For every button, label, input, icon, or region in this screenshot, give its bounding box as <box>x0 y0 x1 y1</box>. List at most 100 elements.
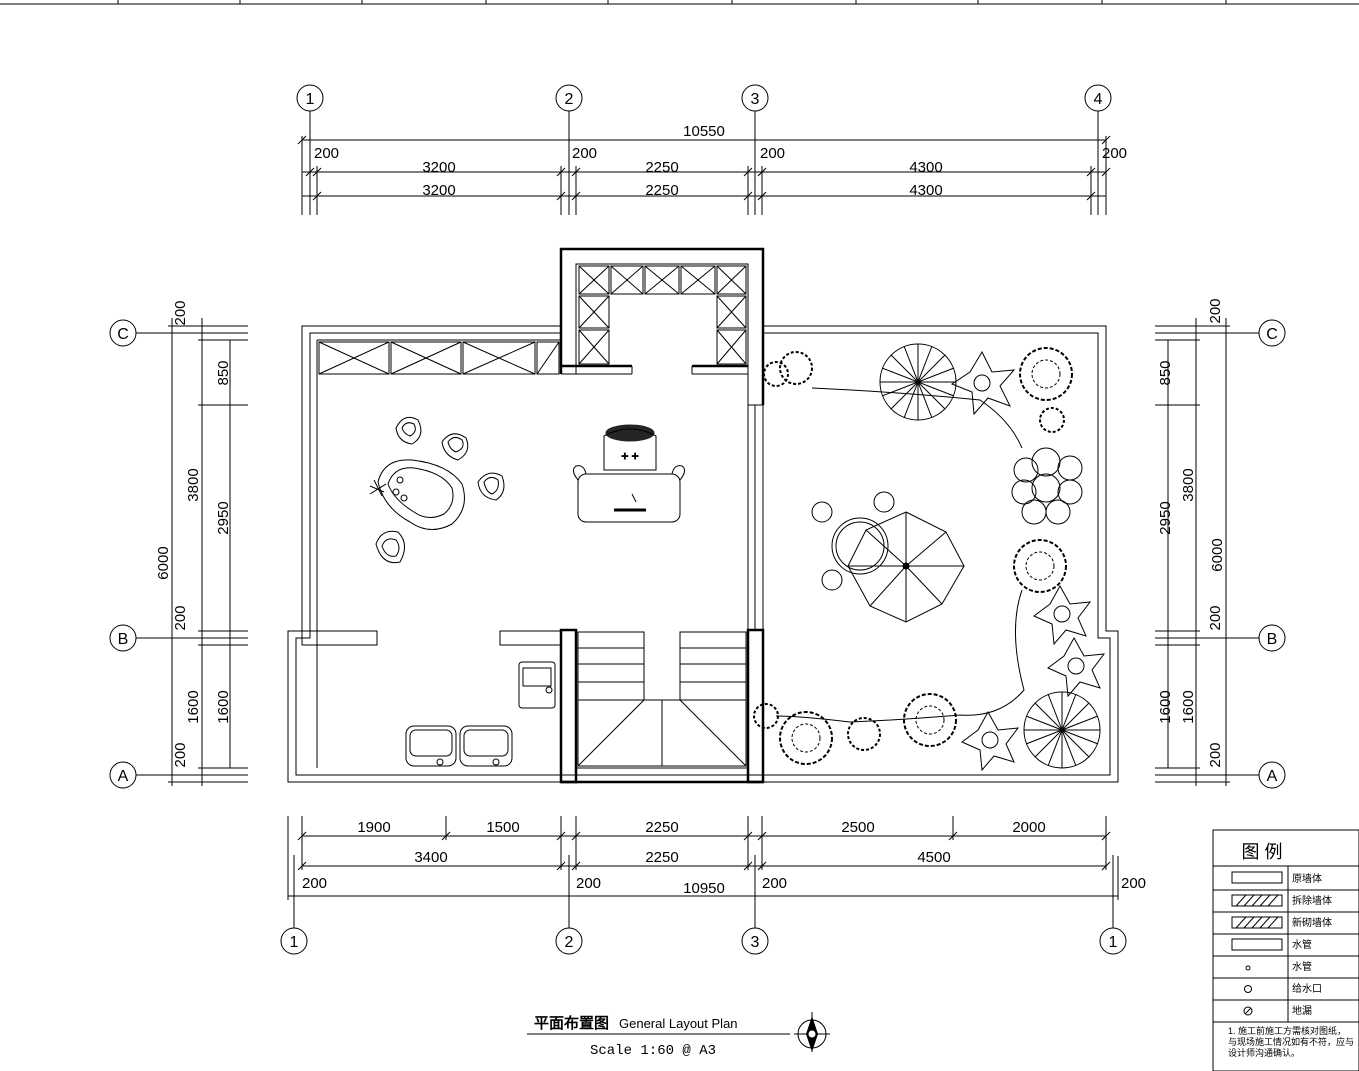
dim-label: 2250 <box>645 159 678 176</box>
dim-label: 6000 <box>155 546 172 579</box>
dim-label: 200 <box>576 875 601 892</box>
dim-label: 6000 <box>1209 538 1226 571</box>
dim-label: 2500 <box>841 819 874 836</box>
axis-label: 4 <box>1094 91 1103 108</box>
axis-bubble-top-4: 4 <box>1084 84 1112 112</box>
axis-bubble-top-2: 2 <box>555 84 583 112</box>
garden-path <box>775 387 1025 723</box>
bushy-tree <box>1013 539 1067 593</box>
dim-label: 200 <box>1207 742 1224 767</box>
building-walls <box>287 247 1119 784</box>
axis-label: C <box>1266 326 1278 343</box>
dim-label: 850 <box>1157 360 1174 385</box>
star-shrub <box>1033 584 1092 646</box>
appliances <box>405 661 556 767</box>
dim-label: 200 <box>314 145 339 162</box>
dim-label: 200 <box>172 742 189 767</box>
bottom-dimensions: 1900 1500 2250 2500 2000 3400 2250 4500 … <box>280 816 1146 955</box>
dim-label: 200 <box>1207 605 1224 630</box>
axis-bubble-left-B: B <box>109 624 137 652</box>
drawing-title-cn: 平面布置图 <box>534 1014 609 1032</box>
plants <box>753 343 1106 772</box>
star-shrub <box>950 350 1016 416</box>
axis-bubble-left-A: A <box>109 761 137 789</box>
legend: 图 例 原墙体 拆除墙体 新砌墙体 水管 水管 <box>1212 829 1359 1071</box>
right-dimensions: C B A 850 2950 1600 3800 160 <box>1155 298 1286 789</box>
dim-label: 3800 <box>1180 468 1197 501</box>
axis-bubble-bottom-3: 3 <box>741 927 769 955</box>
axis-label: 2 <box>565 934 574 951</box>
dim-label: 4300 <box>909 182 942 199</box>
axis-bubble-right-A: A <box>1258 761 1286 789</box>
dim-overall-top: 10550 <box>683 123 725 140</box>
axis-label: 1 <box>306 91 315 108</box>
axis-label: 1 <box>290 934 299 951</box>
legend-item-water-pipe: 水管 <box>1245 960 1312 973</box>
legend-item-floor-drain: 地漏 <box>1243 1004 1312 1017</box>
axis-label: 1 <box>1109 934 1118 951</box>
bushy-tree <box>903 693 957 747</box>
axis-label: C <box>117 326 129 343</box>
legend-item-pipe: 水管 <box>1231 938 1312 951</box>
dim-label: 2950 <box>1157 501 1174 534</box>
bushy-tree <box>1019 347 1073 401</box>
outdoor-dining-set <box>811 491 965 623</box>
dim-label: 1600 <box>1180 690 1197 723</box>
dim-label: 850 <box>215 360 232 385</box>
dim-label: 3800 <box>185 468 202 501</box>
dim-label: 200 <box>762 875 787 892</box>
legend-item-demolished-wall: 拆除墙体 <box>1231 894 1332 907</box>
axis-bubble-right-C: C <box>1258 319 1286 347</box>
axis-label: B <box>1267 631 1278 648</box>
dim-label: 1600 <box>215 690 232 723</box>
axis-label: 3 <box>751 934 760 951</box>
legend-label: 水管 <box>1292 960 1312 973</box>
dim-label: 1600 <box>185 690 202 723</box>
top-dimensions: 1 2 3 4 <box>296 84 1127 215</box>
svg-text:+ +: + + <box>621 449 638 463</box>
axis-label: 3 <box>751 91 760 108</box>
dim-label: 2250 <box>645 849 678 866</box>
palm-plant <box>879 343 957 421</box>
bushy-tree <box>847 717 881 751</box>
dim-label: 2250 <box>645 182 678 199</box>
star-shrub <box>961 710 1020 772</box>
dim-label: 1900 <box>357 819 390 836</box>
legend-item-existing-wall: 原墙体 <box>1231 871 1322 885</box>
dim-label: 2000 <box>1012 819 1045 836</box>
dim-label: 200 <box>1207 298 1224 323</box>
legend-label: 新砌墙体 <box>1292 916 1332 929</box>
axis-bubble-bottom-4: 1 <box>1099 927 1127 955</box>
palm-plant <box>1023 691 1101 769</box>
dim-label: 2950 <box>215 501 232 534</box>
legend-label: 拆除墙体 <box>1292 894 1332 907</box>
star-shrub <box>1047 636 1106 698</box>
dim-label: 1500 <box>486 819 519 836</box>
axis-bubble-top-3: 3 <box>741 84 769 112</box>
axis-bubble-right-B: B <box>1258 624 1286 652</box>
dim-overall-bottom: 10950 <box>683 880 725 897</box>
dim-label: 3400 <box>414 849 447 866</box>
flower-cluster <box>1011 447 1083 525</box>
axis-label: A <box>1267 768 1278 785</box>
legend-note: 1. 施工前施工方需核对图纸，与现场施工情况如有不符，应与设计师沟通确认。 <box>1228 1026 1354 1058</box>
axis-bubble-left-C: C <box>109 319 137 347</box>
north-arrow-icon <box>794 1012 830 1052</box>
dim-label: 200 <box>572 145 597 162</box>
staircase <box>577 631 747 767</box>
axis-bubble-bottom-1: 1 <box>280 927 308 955</box>
dim-label: 200 <box>1102 145 1127 162</box>
axis-bubble-bottom-2: 2 <box>555 927 583 955</box>
axis-label: 2 <box>565 91 574 108</box>
legend-item-new-wall: 新砌墙体 <box>1231 916 1332 929</box>
drawing-title-en: General Layout Plan <box>619 1016 738 1031</box>
legend-item-water-inlet: 给水口 <box>1244 982 1322 995</box>
axis-label: B <box>118 631 129 648</box>
bushy-tree <box>779 711 833 765</box>
dim-label: 3200 <box>422 182 455 199</box>
axis-bubble-top-1: 1 <box>296 84 324 112</box>
dim-label: 4500 <box>917 849 950 866</box>
left-dimensions: C B A 6000 3800 1600 850 295 <box>109 300 248 789</box>
desk-set: + + <box>572 424 686 523</box>
